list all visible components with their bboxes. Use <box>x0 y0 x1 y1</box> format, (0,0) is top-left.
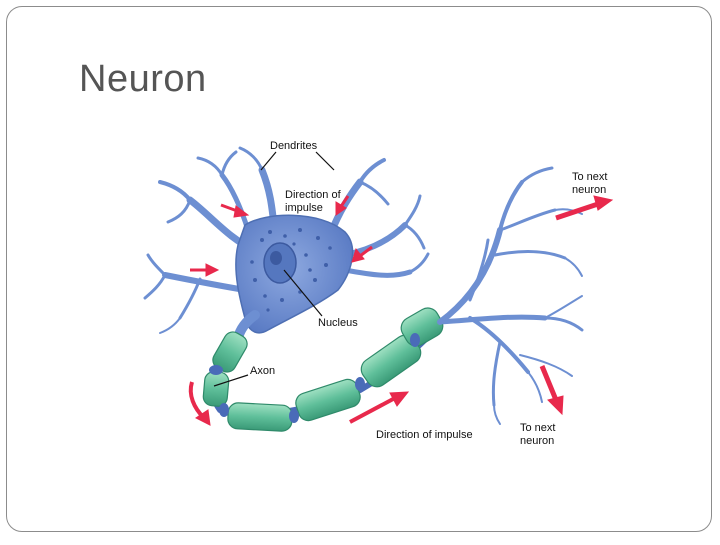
label-direction-top-line1: Direction of <box>285 189 342 201</box>
arrow-to-next-bottom <box>539 365 564 416</box>
slide-title: Neuron <box>79 58 207 100</box>
arrow-top-right <box>335 195 350 216</box>
label-to-next-bottom-line2: neuron <box>520 435 554 447</box>
label-to-next-top-line1: To next <box>572 171 607 183</box>
dendrites-left <box>143 150 259 334</box>
arrow-left-upper <box>220 203 250 218</box>
direction-arrows <box>188 195 614 426</box>
slide-frame <box>6 6 712 532</box>
arrow-axon-left <box>188 381 211 426</box>
label-direction-top-line2: impulse <box>285 202 323 214</box>
nodes-of-ranvier <box>209 333 420 423</box>
arrow-left-lower <box>190 263 220 277</box>
arrow-axon-bottom <box>349 391 410 424</box>
label-dendrites: Dendrites <box>270 140 318 152</box>
label-to-next-top-line2: neuron <box>572 184 606 196</box>
axon <box>202 307 444 432</box>
label-axon: Axon <box>250 365 275 377</box>
dendrites-top <box>238 146 430 278</box>
arrow-right-mid <box>351 245 373 263</box>
label-to-next-bottom-line1: To next <box>520 422 555 434</box>
label-nucleus: Nucleus <box>318 317 358 329</box>
leader-lines <box>213 151 335 387</box>
label-direction-bottom: Direction of impulse <box>376 429 473 441</box>
arrow-to-next-top <box>555 195 614 221</box>
axon-terminals <box>437 166 584 425</box>
